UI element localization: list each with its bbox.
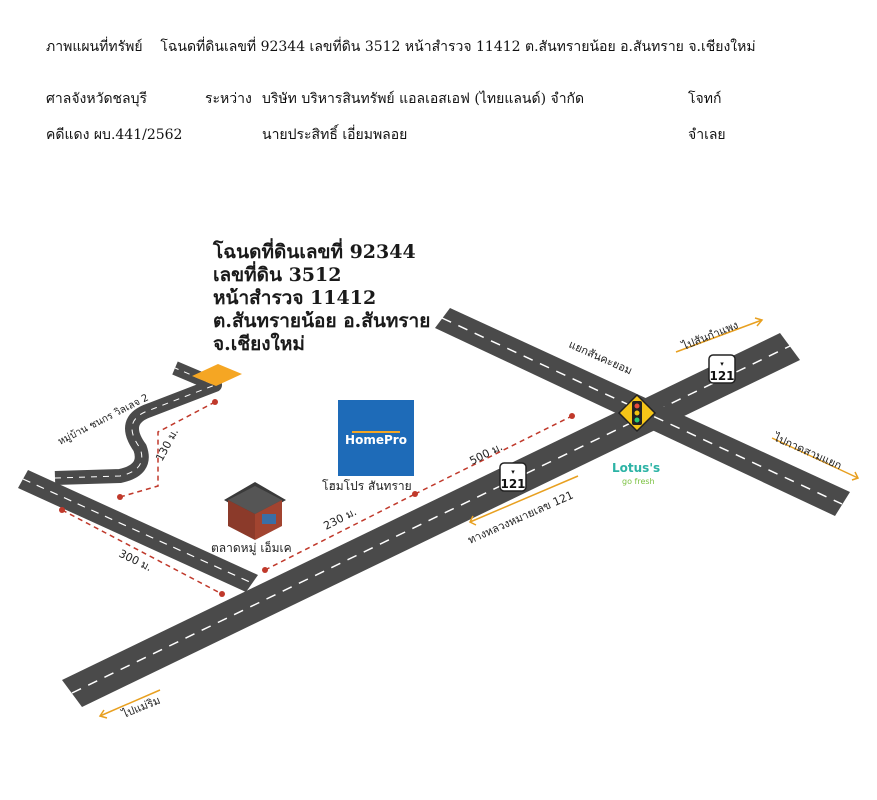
- svg-text:▾: ▾: [720, 360, 724, 368]
- route-shield-icon: 121 ▾: [708, 354, 736, 384]
- svg-text:▾: ▾: [511, 468, 515, 476]
- property-land-no: เลขที่ดิน 3512: [213, 264, 342, 286]
- property-subdistrict: ต.สันทรายน้อย อ.สันทราย: [213, 310, 431, 332]
- case-number: คดีแดง ผบ.441/2562: [46, 127, 183, 143]
- header-label: ภาพแผนที่ทรัพย์: [46, 39, 143, 55]
- defendant-name: นายประสิทธิ์ เอี่ยมพลอย: [262, 127, 408, 143]
- property-survey-page: หน้าสำรวจ 11412: [213, 287, 377, 309]
- court-name: ศาลจังหวัดชลบุรี: [46, 91, 148, 107]
- distance-500-label: 500 ม.: [467, 440, 504, 468]
- property-province: จ.เชียงใหม่: [213, 333, 305, 355]
- defendant-role: จำเลย: [688, 127, 726, 143]
- route-points: [59, 399, 575, 597]
- route-shield-icon: 121 ▾: [499, 462, 527, 492]
- traffic-light-icon: [617, 393, 657, 433]
- svg-text:Lotus's: Lotus's: [612, 461, 660, 475]
- header-title: ภาพแผนที่ทรัพย์ โฉนดที่ดินเลขที่ 92344 เ…: [46, 36, 756, 58]
- property-info: โฉนดที่ดินเลขที่ 92344 เลขที่ดิน 3512 หน…: [213, 241, 430, 356]
- header-deed-info: โฉนดที่ดินเลขที่ 92344 เลขที่ดิน 3512 หน…: [160, 39, 756, 55]
- svg-text:HomePro: HomePro: [345, 433, 407, 447]
- homepro-label: โฮมโปร สันทราย: [322, 479, 412, 493]
- market-label: ตลาดหมู่ เอ็มเค: [211, 540, 292, 556]
- svg-text:121: 121: [709, 369, 734, 383]
- distance-300-label: 300 ม.: [117, 547, 154, 574]
- plaintiff-role: โจทก์: [688, 91, 722, 107]
- distance-routes: [61, 401, 573, 595]
- to-sankampaeng-label: ไปสันกำแพง: [679, 319, 740, 354]
- direction-arrows: [98, 317, 860, 719]
- property-marker: [192, 364, 242, 386]
- property-deed-no: โฉนดที่ดินเลขที่ 92344: [213, 241, 416, 263]
- highway-121: [62, 333, 800, 707]
- svg-text:121: 121: [500, 477, 525, 491]
- distance-230-label: 230 ม.: [321, 505, 358, 533]
- village-road: [54, 361, 222, 485]
- plaintiff-name: บริษัท บริหารสินทรัพย์ แอลเอสเอฟ (ไทยแลน…: [262, 91, 585, 107]
- lotus-logo: Lotus's go fresh: [612, 461, 660, 486]
- homepro-logo: HomePro: [338, 400, 414, 476]
- between-label: ระหว่าง: [205, 91, 252, 107]
- side-road: [18, 470, 258, 592]
- market-building-icon: [224, 482, 286, 540]
- svg-text:go fresh: go fresh: [622, 477, 655, 486]
